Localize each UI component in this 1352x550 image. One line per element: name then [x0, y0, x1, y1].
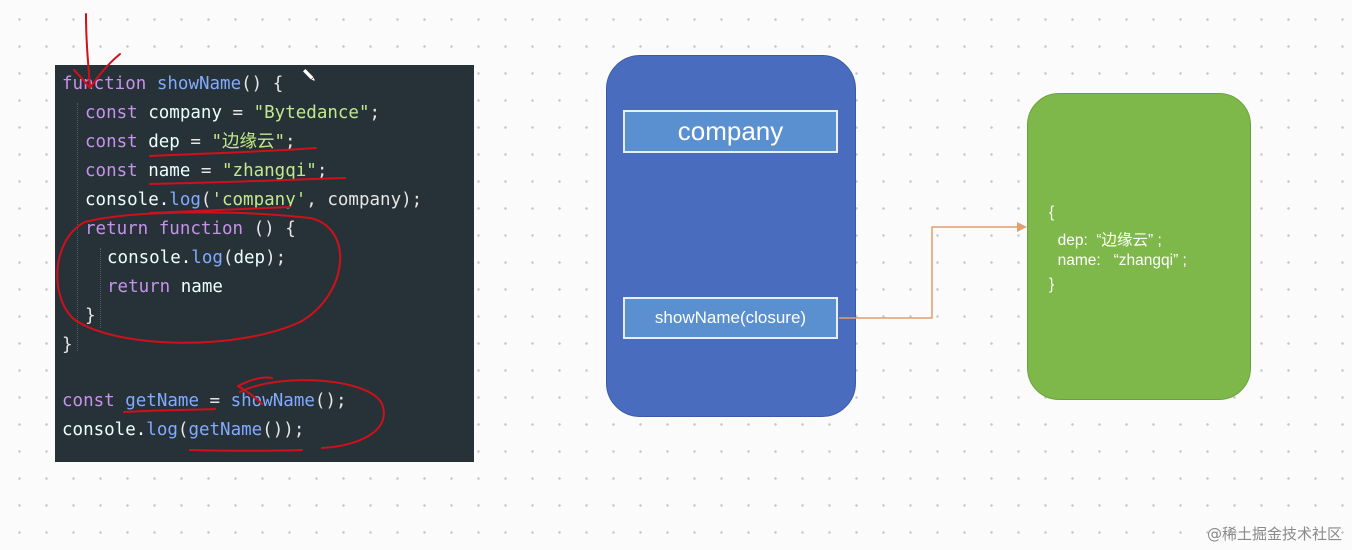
red-underline-getname — [123, 408, 216, 413]
red-underline-dep — [149, 147, 317, 157]
closure-object-box: { dep: “边缘云” ; name: “zhangqi” ; } — [1027, 93, 1251, 400]
company-variable-cell: company — [623, 110, 838, 153]
heap-close-brace: } — [1049, 276, 1055, 293]
arrow-head — [1017, 222, 1027, 232]
red-circle-return-function — [56, 211, 342, 344]
red-circle-showname-call — [239, 379, 385, 449]
code-line-9: } — [85, 306, 96, 326]
code-line-2: const company = "Bytedance"; — [85, 103, 381, 123]
code-line-5: console.log('company', company); — [85, 190, 423, 210]
code-line-12: console.log(getName()); — [62, 420, 305, 440]
code-line-3: const dep = "边缘云"; — [85, 132, 296, 152]
red-underline-name — [149, 177, 346, 185]
call-stack-box: company showName(closure) — [606, 55, 856, 417]
closure-cell: showName(closure) — [623, 297, 838, 339]
code-line-7: console.log(dep); — [107, 248, 287, 268]
red-arrow-showname — [237, 376, 273, 405]
watermark: @稀土掘金技术社区 — [1206, 525, 1342, 543]
code-editor-panel: function showName() { const company = "B… — [55, 65, 474, 462]
red-arrow-mark — [85, 13, 91, 87]
code-line-10: } — [62, 335, 73, 355]
red-underline-console-getname — [189, 449, 303, 452]
red-arrow-head-mark — [73, 53, 121, 89]
heap-dep-entry: dep: “边缘云” ; — [1049, 232, 1162, 249]
code-line-8: return name — [107, 277, 223, 297]
closure-reference-arrow — [839, 226, 1018, 319]
code-line-6: return function () { — [85, 219, 296, 239]
indent-guide — [100, 248, 101, 328]
heap-name-entry: name: “zhangqi” ; — [1049, 252, 1187, 269]
pencil-icon — [302, 68, 316, 82]
heap-open-brace: { — [1049, 204, 1055, 221]
code-line-4: const name = "zhangqi"; — [85, 161, 328, 181]
